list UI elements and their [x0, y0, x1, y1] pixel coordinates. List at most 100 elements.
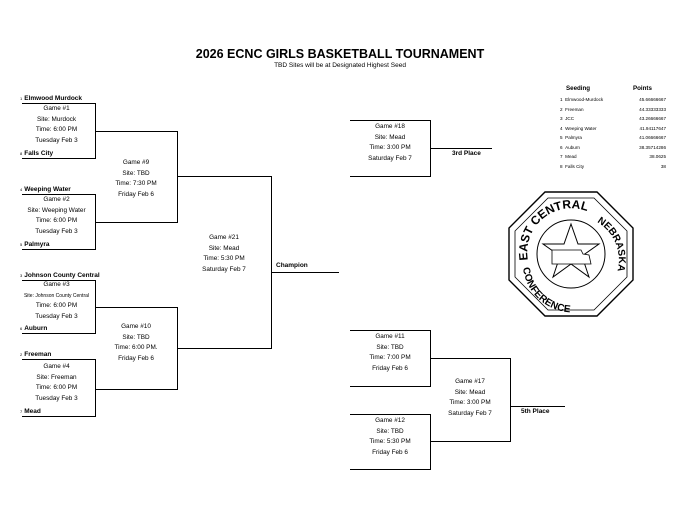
game-site: Site: TBD — [376, 427, 404, 435]
game-number: Game #3 — [43, 281, 70, 288]
team-name: Auburn — [24, 325, 48, 332]
bracket-line — [22, 103, 95, 104]
page-subtitle: TBD Sites will be at Designated Highest … — [274, 62, 406, 69]
game-time: Time: 6:00 PM. — [114, 344, 158, 351]
game-site: Site: Mead — [374, 133, 406, 141]
bracket-line — [22, 333, 95, 334]
champion-label: Champion — [276, 262, 308, 269]
seeding-row: 8 Falls City 38 — [560, 164, 666, 173]
team-seed: 6 — [20, 326, 23, 331]
team-seed: 7 — [20, 409, 23, 414]
game-number: Game #21 — [209, 234, 239, 241]
game-site: Site: TBD — [122, 169, 150, 177]
game-time: Time: 6:00 PM — [35, 302, 78, 309]
seeding-team: 3 JCC — [560, 116, 575, 121]
game-info-g18: Game #18 Site: Mead Time: 3:00 PM Saturd… — [350, 122, 430, 164]
game-number: Game #10 — [121, 323, 151, 330]
game-info-g9: Game #9 Site: TBD Time: 7:30 PM Friday F… — [95, 158, 177, 200]
bracket-line — [430, 441, 510, 442]
team-seed: 8 — [20, 151, 23, 156]
bracket-line — [510, 406, 565, 407]
game-number: Game #2 — [43, 196, 70, 203]
bracket-line — [22, 416, 95, 417]
bracket-line — [510, 358, 511, 442]
game-info-g11: Game #11 Site: TBD Time: 7:00 PM Friday … — [350, 332, 430, 374]
game-date: Tuesday Feb 3 — [35, 394, 78, 402]
game-date: Tuesday Feb 3 — [35, 227, 78, 235]
bracket-line — [177, 176, 271, 177]
game-info-g10: Game #10 Site: TBD Time: 6:00 PM. Friday… — [95, 322, 177, 364]
game-site: Site: Weeping Water — [27, 206, 86, 214]
bracket-line — [22, 280, 95, 281]
game-site: Site: Johnson County Central — [23, 292, 90, 299]
game-info-g1: Game #1 Site: Murdock Time: 6:00 PM Tues… — [18, 104, 95, 146]
game-date: Friday Feb 6 — [118, 190, 154, 198]
bracket-line — [22, 158, 95, 159]
bracket-line — [430, 414, 431, 470]
seeding-points: 41.06666667 — [639, 135, 666, 140]
seeding-row: 6 Auburn 38.35714286 — [560, 145, 666, 154]
seeding-points: 38.35714286 — [639, 144, 666, 150]
seeding-points: 41.94117647 — [639, 125, 666, 131]
seeding-row: 1 Elmwood-Murdock 45.66666667 — [560, 97, 666, 106]
game-site: Site: TBD — [122, 333, 150, 341]
seeding-row: 5 Palmyra 41.06666667 — [560, 135, 666, 144]
game-time: Time: 5:30 PM — [203, 255, 245, 262]
team-seed: 2 — [20, 352, 23, 357]
game-date: Friday Feb 6 — [118, 354, 154, 362]
seeding-team: 1 Elmwood-Murdock — [560, 97, 604, 102]
seeding-team: 6 Auburn — [560, 144, 580, 150]
game-time: Time: 3:00 PM — [369, 144, 411, 151]
game-date: Saturday Feb 7 — [448, 409, 492, 417]
seeding-team: 5 Palmyra — [560, 135, 582, 140]
game-time: Time: 7:30 PM — [115, 180, 157, 187]
bracket-line — [350, 414, 430, 415]
seeding-header: Seeding — [566, 85, 591, 92]
third-place-label: 3rd Place — [452, 150, 481, 157]
game-number: Game #12 — [375, 417, 405, 424]
seeding-points: 43.26666667 — [639, 116, 666, 121]
game-site: Site: Murdock — [36, 115, 77, 123]
game-number: Game #1 — [43, 105, 70, 112]
seeding-row: 7 Mead 38.0625 — [560, 154, 666, 163]
bracket-line — [95, 131, 177, 132]
seeding-points: 44.33333333 — [639, 106, 666, 112]
team-name: Mead — [24, 408, 41, 415]
game-number: Game #4 — [43, 363, 70, 370]
conference-seal-logo: EAST CENTRAL NEBRASKA CONFERENCE — [508, 191, 634, 317]
seeding-points: 38.0625 — [649, 154, 666, 159]
bracket-line — [177, 348, 271, 349]
game-date: Friday Feb 6 — [372, 448, 408, 456]
game-date: Saturday Feb 7 — [202, 265, 246, 273]
team-seed: 5 — [20, 242, 23, 247]
game-site: Site: Mead — [454, 388, 486, 396]
seeding-team: 2 Freeman — [560, 106, 584, 112]
bracket-line — [271, 272, 339, 273]
game-number: Game #9 — [122, 159, 150, 166]
team-name: Palmyra — [24, 241, 50, 248]
seeding-row: 2 Freeman 44.33333333 — [560, 107, 666, 116]
game-number: Game #11 — [375, 333, 405, 340]
game-info-g4: Game #4 Site: Freeman Time: 6:00 PM Tues… — [18, 362, 95, 404]
seeding-team: 7 Mead — [560, 154, 577, 159]
bracket-line — [95, 222, 177, 223]
bracket-line — [350, 386, 430, 387]
bracket-line — [350, 120, 430, 121]
points-header: Points — [633, 85, 652, 92]
game-info-g3: Game #3 Site: Johnson County Central Tim… — [18, 280, 95, 322]
game-number: Game #17 — [455, 378, 485, 385]
bracket-line — [95, 307, 177, 308]
page-title: 2026 ECNC GIRLS BASKETBALL TOURNAMENT — [195, 47, 485, 61]
game-time: Time: 6:00 PM — [35, 384, 78, 391]
game-date: Friday Feb 6 — [372, 364, 408, 372]
bracket-line — [271, 176, 272, 349]
game-info-g21: Game #21 Site: Mead Time: 5:30 PM Saturd… — [177, 233, 271, 275]
fifth-place-label: 5th Place — [521, 408, 550, 415]
bracket-line — [350, 469, 430, 470]
game-info-g17: Game #17 Site: Mead Time: 3:00 PM Saturd… — [430, 377, 510, 419]
team-name: Elmwood Murdock — [24, 95, 83, 102]
seeding-points: 38 — [660, 163, 666, 169]
